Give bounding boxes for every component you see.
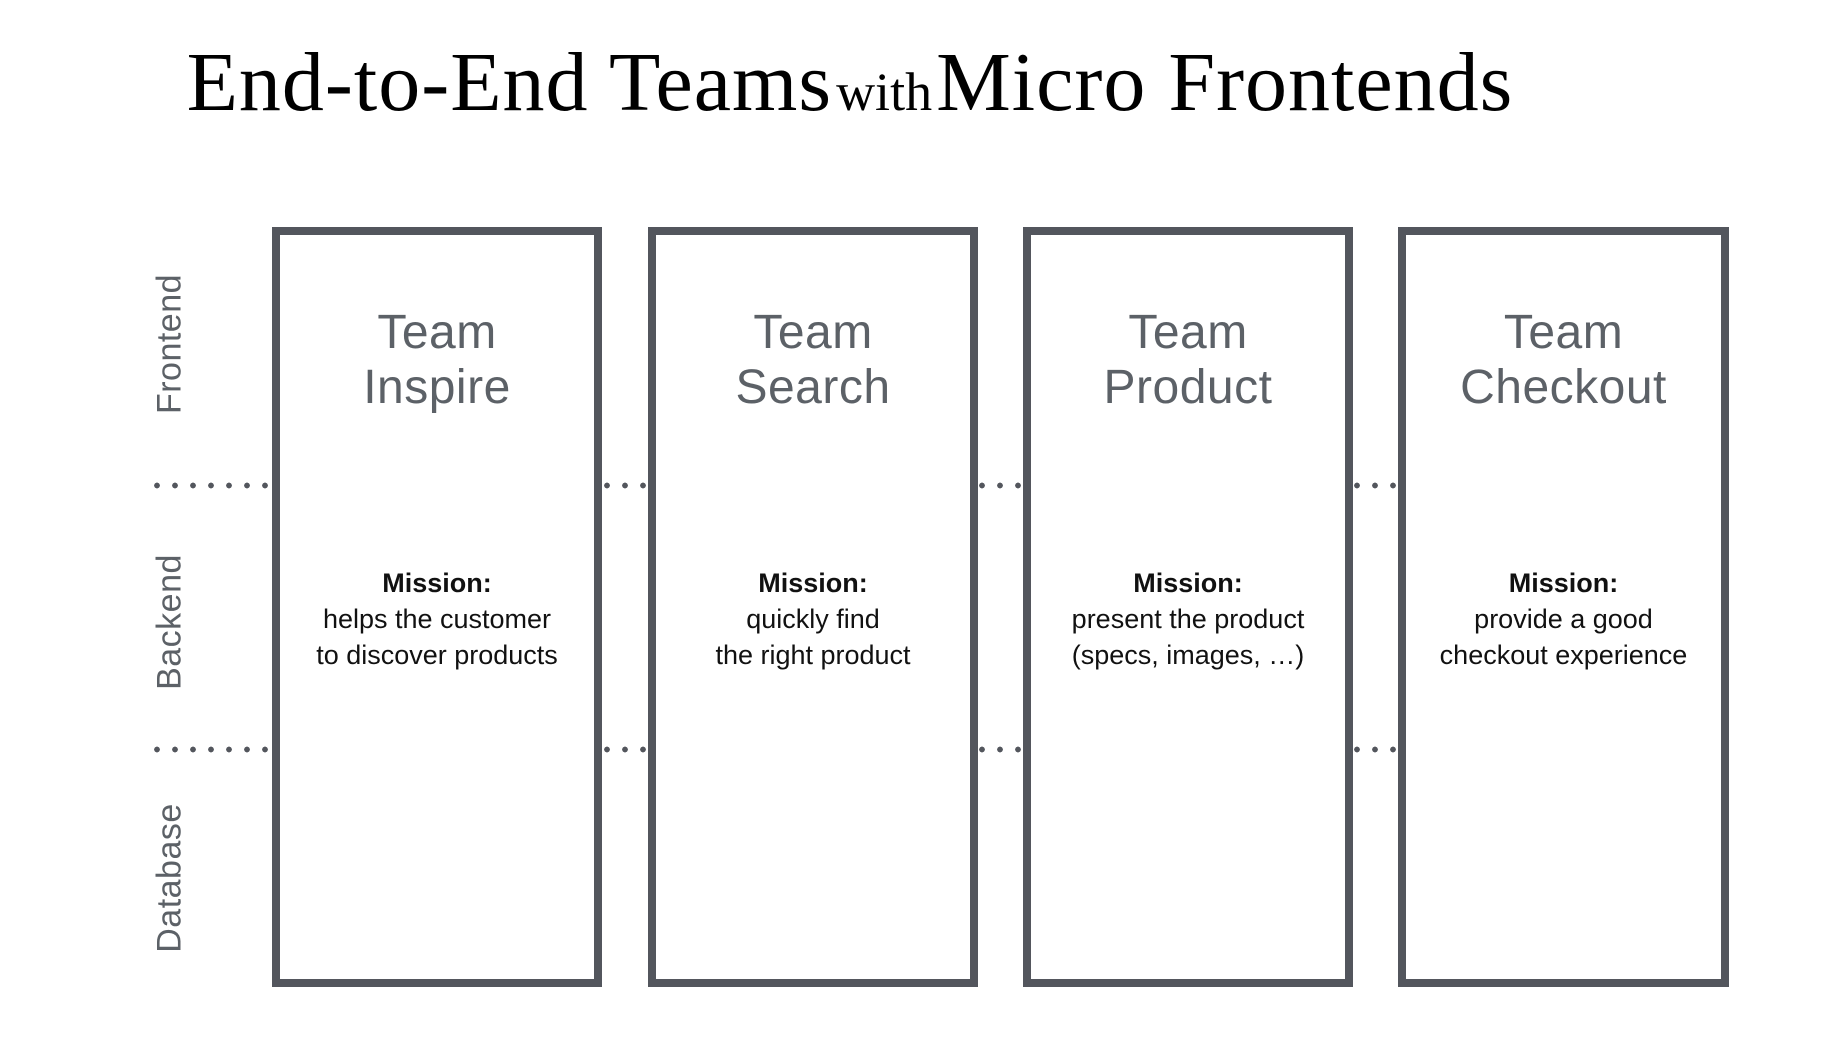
team-mission: Mission: present the product (specs, ima… — [1031, 565, 1345, 673]
layer-label-database: Database — [150, 803, 189, 953]
mission-line2: checkout experience — [1439, 640, 1688, 670]
team-name-line2: Inspire — [363, 361, 511, 414]
mission-label: Mission: — [1508, 568, 1619, 598]
dotted-divider-frontend-backend-left — [148, 482, 274, 489]
dotted-divider-backend-database-gap1 — [598, 746, 652, 753]
dotted-divider-backend-database-gap2 — [973, 746, 1027, 753]
team-name-line1: Team — [1503, 306, 1624, 359]
mission-label: Mission: — [1133, 568, 1243, 598]
team-name-line2: Search — [735, 361, 891, 414]
dotted-divider-frontend-backend-gap2 — [973, 482, 1027, 489]
team-box-checkout: Team Checkout Mission: provide a good ch… — [1398, 227, 1729, 987]
layer-label-frontend: Frontend — [150, 273, 189, 415]
team-box-inspire: Team Inspire Mission: helps the customer… — [272, 227, 602, 987]
team-name: Team Inspire — [280, 305, 594, 415]
mission-line2: the right product — [715, 640, 911, 670]
team-name-line1: Team — [1128, 306, 1248, 359]
dotted-divider-frontend-backend-gap3 — [1348, 482, 1402, 489]
mission-line1: provide a good — [1474, 604, 1653, 634]
title-trailing-text: Micro Frontends — [936, 36, 1514, 129]
team-name-line2: Checkout — [1460, 361, 1667, 414]
dotted-divider-backend-database-gap3 — [1348, 746, 1402, 753]
team-mission: Mission: helps the customer to discover … — [280, 565, 594, 673]
team-mission: Mission: provide a good checkout experie… — [1406, 565, 1721, 673]
mission-label: Mission: — [758, 568, 868, 598]
mission-label: Mission: — [382, 568, 492, 598]
dotted-divider-backend-database-left — [148, 746, 274, 753]
team-name: Team Search — [656, 305, 970, 415]
dotted-divider-frontend-backend-gap1 — [598, 482, 652, 489]
team-mission: Mission: quickly find the right product — [656, 565, 970, 673]
team-name-line2: Product — [1103, 361, 1273, 414]
team-box-search: Team Search Mission: quickly find the ri… — [648, 227, 978, 987]
layer-label-backend: Backend — [150, 554, 189, 690]
mission-line1: quickly find — [746, 604, 880, 634]
diagram-title: End-to-End Teams with Micro Frontends — [0, 28, 1700, 161]
team-name-line1: Team — [377, 306, 497, 359]
team-box-product: Team Product Mission: present the produc… — [1023, 227, 1353, 987]
mission-line1: present the product — [1071, 604, 1305, 634]
mission-line2: to discover products — [316, 640, 558, 670]
mission-line2: (specs, images, …) — [1071, 640, 1305, 670]
team-name: Team Checkout — [1406, 305, 1721, 415]
team-name: Team Product — [1031, 305, 1345, 415]
title-leading-text: End-to-End Teams — [186, 36, 833, 129]
team-name-line1: Team — [753, 306, 873, 359]
title-connector-text: with — [836, 62, 933, 122]
mission-line1: helps the customer — [322, 604, 552, 634]
